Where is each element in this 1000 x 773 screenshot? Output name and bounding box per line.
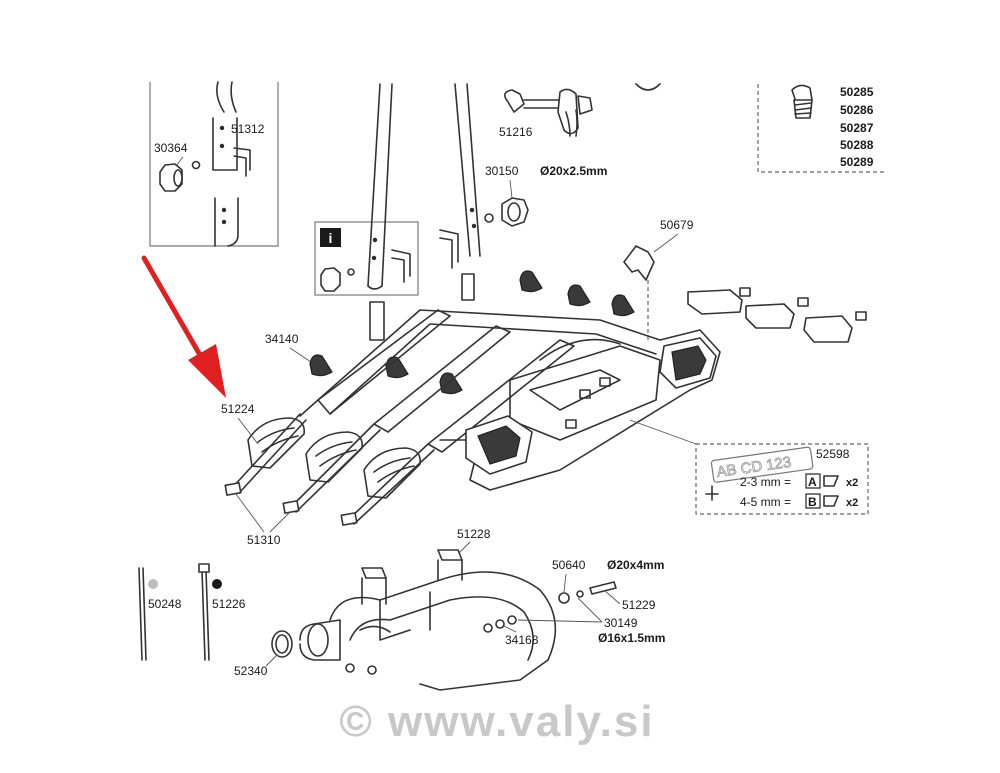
spec-letter-a: A	[808, 475, 817, 489]
label-51312: 51312	[231, 122, 265, 136]
cable-ties: 50248 51226	[138, 563, 246, 661]
part-30150: 30150 Ø20x2.5mm	[484, 164, 607, 227]
part-51216-clamp: 51216	[499, 83, 661, 139]
label-50248: 50248	[148, 597, 182, 611]
spec-qty-a: x2	[846, 477, 858, 489]
label-30149: 30149	[604, 616, 638, 630]
label-51216: 51216	[499, 125, 533, 139]
label-50288: 50288	[840, 138, 874, 152]
wheel-holders-51224: 51224 51310	[221, 402, 435, 547]
label-51224: 51224	[221, 402, 255, 416]
info-detail-box: i	[314, 221, 419, 296]
straps-34140: 34140	[265, 270, 635, 395]
label-50679: 50679	[660, 218, 694, 232]
label-34140: 34140	[265, 332, 299, 346]
label-50287: 50287	[840, 121, 874, 135]
label-51226: 51226	[212, 597, 246, 611]
label-34168: 34168	[505, 633, 539, 647]
info-icon	[320, 228, 341, 247]
info-icon-letter: i	[329, 230, 333, 246]
label-30364: 30364	[154, 141, 188, 155]
spec-qty-b: x2	[846, 497, 858, 509]
label-d20x4: Ø20x4mm	[607, 558, 664, 572]
detail-box-arm-bolt: 30364 51312	[149, 81, 279, 247]
label-d16x15: Ø16x1.5mm	[598, 631, 665, 645]
part-50679: 50679	[623, 218, 694, 340]
tall-arm	[367, 83, 481, 290]
bolt-icon	[791, 84, 813, 103]
tail-light-clips	[687, 287, 867, 343]
label-51310: 51310	[247, 533, 281, 547]
label-50289: 50289	[840, 155, 874, 169]
main-carrier-frame	[299, 273, 721, 491]
label-d20x25: Ø20x2.5mm	[540, 164, 607, 178]
plate-kit-52598: 52598 AB CD 123 2-3 mm = A x2 4-5 mm = B…	[629, 419, 869, 515]
part-52340-ring: 52340	[234, 630, 293, 678]
label-51229: 51229	[622, 598, 656, 612]
label-51228: 51228	[457, 527, 491, 541]
label-50640: 50640	[552, 558, 586, 572]
red-pointer-arrow	[141, 255, 226, 398]
bolt-set-box: 50285 50286 50287 50288 50289	[757, 84, 884, 173]
watermark-text: © www.valy.si	[339, 697, 654, 746]
knob-icon	[320, 267, 341, 292]
spec-2-3mm: 2-3 mm =	[740, 475, 791, 489]
label-50286: 50286	[840, 103, 874, 117]
hitch-assembly: 51228 50640 Ø20x4mm 51229 30149 Ø16x1.5m…	[299, 527, 665, 691]
label-30150: 30150	[485, 164, 519, 178]
label-52598: 52598	[816, 447, 850, 461]
spec-letter-b: B	[808, 495, 817, 509]
spec-4-5mm: 4-5 mm =	[740, 495, 791, 509]
label-52340: 52340	[234, 664, 268, 678]
label-50285: 50285	[840, 85, 874, 99]
